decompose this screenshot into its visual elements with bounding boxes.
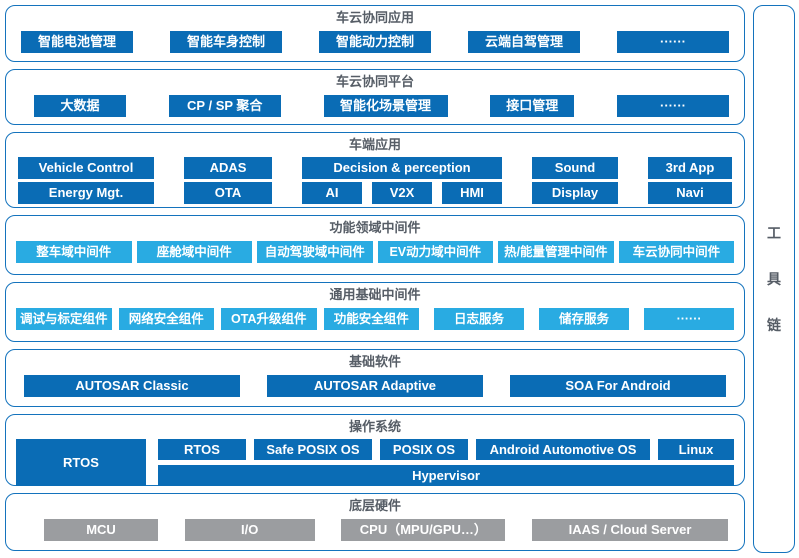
box-network-security: 网络安全组件: [118, 308, 215, 330]
box-cloud-autodrive-mgmt: 云端自驾管理: [468, 31, 580, 53]
toolchain-label-char: 工: [767, 225, 782, 241]
box-row: 调试与标定组件 网络安全组件 OTA升级组件 功能安全组件 日志服务 储存服务 …: [16, 308, 735, 330]
section-title: 车云协同平台: [336, 74, 415, 89]
box-cloud-collab-mw: 车云协同中间件: [618, 241, 735, 263]
section-title: 底层硬件: [349, 498, 402, 513]
box-linux: Linux: [658, 439, 734, 460]
section-common-middleware: 通用基础中间件 调试与标定组件 网络安全组件 OTA升级组件 功能安全组件 日志…: [5, 282, 746, 342]
section-operating-system: 操作系统 RTOS RTOS Safe POSIX OS POSIX OS An…: [5, 414, 746, 486]
box-posix-os: POSIX OS: [380, 439, 468, 460]
box-row: Hypervisor: [158, 465, 735, 486]
box-cpu-mpu-gpu: CPU（MPU/GPU…）: [341, 519, 506, 541]
box-ellipsis: ······: [644, 308, 735, 330]
box-adas: ADAS: [184, 157, 272, 179]
section-cloud-collab-platform: 车云协同平台 大数据 CP / SP 聚合 智能化场景管理 接口管理 ·····…: [5, 69, 746, 125]
box-row: 整车域中间件 座舱域中间件 自动驾驶域中间件 EV动力域中间件 热/能量管理中间…: [16, 241, 735, 263]
box-iaas-cloud-server: IAAS / Cloud Server: [532, 519, 729, 541]
section-title: 基础软件: [349, 354, 402, 369]
box-cp-sp-aggregation: CP / SP 聚合: [168, 95, 281, 117]
box-ellipsis: ······: [617, 31, 729, 53]
box-smart-power-control: 智能动力控制: [319, 31, 431, 53]
box-row: 智能电池管理 智能车身控制 智能动力控制 云端自驾管理 ······: [16, 31, 734, 53]
box-hmi: HMI: [442, 182, 502, 204]
box-ota: OTA: [184, 182, 272, 204]
box-rtos-main: RTOS: [16, 439, 146, 486]
box-hypervisor: Hypervisor: [158, 465, 735, 486]
box-storage-service: 储存服务: [539, 308, 630, 330]
section-base-software: 基础软件 AUTOSAR Classic AUTOSAR Adaptive SO…: [5, 349, 746, 407]
os-layout: RTOS RTOS Safe POSIX OS POSIX OS Android…: [16, 439, 735, 486]
box-sound: Sound: [532, 157, 618, 179]
toolchain-sidebar: 工 具 链: [753, 5, 795, 553]
box-safe-posix-os: Safe POSIX OS: [254, 439, 372, 460]
box-row: AUTOSAR Classic AUTOSAR Adaptive SOA For…: [16, 375, 734, 397]
box-soa-for-android: SOA For Android: [510, 375, 727, 397]
architecture-stack: 车云协同应用 智能电池管理 智能车身控制 智能动力控制 云端自驾管理 ·····…: [5, 5, 746, 553]
section-hardware: 底层硬件 MCU I/O CPU（MPU/GPU…） IAAS / Cloud …: [5, 493, 746, 551]
box-smart-body-control: 智能车身控制: [170, 31, 282, 53]
box-cockpit-domain-mw: 座舱域中间件: [136, 241, 253, 263]
box-ev-power-domain-mw: EV动力域中间件: [377, 241, 494, 263]
box-rtos: RTOS: [158, 439, 246, 460]
section-title: 通用基础中间件: [329, 287, 421, 302]
section-title: 操作系统: [349, 419, 402, 434]
box-autosar-classic: AUTOSAR Classic: [24, 375, 240, 397]
os-right-column: RTOS Safe POSIX OS POSIX OS Android Auto…: [158, 439, 735, 486]
box-interface-mgmt: 接口管理: [490, 95, 575, 117]
toolchain-label-char: 链: [767, 317, 782, 333]
box-vehicle-control: Vehicle Control: [18, 157, 154, 179]
section-cloud-collab-app: 车云协同应用 智能电池管理 智能车身控制 智能动力控制 云端自驾管理 ·····…: [5, 5, 746, 62]
toolchain-label-char: 具: [767, 271, 782, 287]
box-big-data: 大数据: [34, 95, 126, 117]
section-title: 功能领域中间件: [329, 220, 421, 235]
box-android-automotive-os: Android Automotive OS: [476, 439, 650, 460]
box-autodrive-domain-mw: 自动驾驶域中间件: [257, 241, 373, 263]
box-mcu: MCU: [44, 519, 158, 541]
box-navi: Navi: [648, 182, 732, 204]
box-row: Vehicle Control ADAS Decision & percepti…: [16, 157, 734, 179]
box-functional-safety: 功能安全组件: [323, 308, 420, 330]
section-domain-middleware: 功能领域中间件 整车域中间件 座舱域中间件 自动驾驶域中间件 EV动力域中间件 …: [5, 215, 746, 275]
box-row: 大数据 CP / SP 聚合 智能化场景管理 接口管理 ······: [16, 95, 734, 117]
box-decision-perception: Decision & perception: [302, 157, 502, 179]
box-thermal-energy-mw: 热/能量管理中间件: [498, 241, 614, 263]
box-io: I/O: [184, 519, 315, 541]
box-ellipsis: ······: [617, 95, 729, 117]
section-vehicle-app: 车端应用 Vehicle Control ADAS Decision & per…: [5, 132, 746, 208]
box-row: RTOS Safe POSIX OS POSIX OS Android Auto…: [158, 439, 734, 460]
box-energy-mgt: Energy Mgt.: [18, 182, 154, 204]
box-subrow: AI V2X HMI: [302, 182, 502, 204]
box-row: MCU I/O CPU（MPU/GPU…） IAAS / Cloud Serve…: [16, 519, 734, 541]
box-smart-scene-mgmt: 智能化场景管理: [323, 95, 448, 117]
section-title: 车云协同应用: [336, 10, 415, 25]
box-display: Display: [532, 182, 618, 204]
box-debug-calibration: 调试与标定组件: [16, 308, 112, 330]
box-row: Energy Mgt. OTA AI V2X HMI Display Navi: [16, 182, 734, 204]
box-3rd-app: 3rd App: [648, 157, 732, 179]
section-title: 车端应用: [349, 137, 402, 152]
box-autosar-adaptive: AUTOSAR Adaptive: [267, 375, 484, 397]
box-smart-battery-mgmt: 智能电池管理: [21, 31, 133, 53]
box-log-service: 日志服务: [434, 308, 525, 330]
box-ota-upgrade: OTA升级组件: [221, 308, 317, 330]
box-vehicle-domain-mw: 整车域中间件: [16, 241, 132, 263]
box-v2x: V2X: [372, 182, 432, 204]
box-ai: AI: [302, 182, 362, 204]
